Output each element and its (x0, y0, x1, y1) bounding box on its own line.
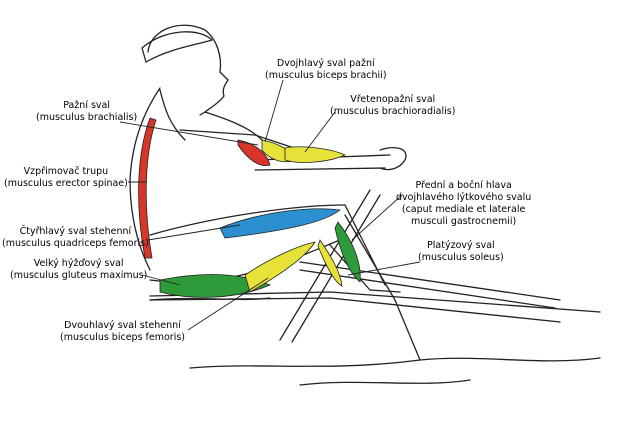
muscle-quadriceps (219, 208, 341, 239)
label-cz: Dvojhlavý sval pažní (276, 58, 375, 69)
back-outline (129, 87, 161, 271)
leader-biceps-brachii (264, 79, 284, 143)
chest-outline (204, 111, 263, 141)
label-lat: (musculus brachialis) (36, 112, 138, 123)
upper-arm (179, 129, 301, 151)
head-outline (147, 24, 229, 116)
boat-rail-lower (149, 297, 561, 323)
oar-shaft-2 (299, 269, 556, 309)
label-biceps-brachii: Dvojhlavý sval pažní (musculus biceps br… (265, 58, 387, 82)
neck (159, 89, 186, 141)
label-gastrocnemii: Přední a boční hlava dvojhlavého lýtkové… (396, 180, 531, 228)
foot (369, 289, 401, 293)
label-lat: (musculus biceps brachii) (265, 70, 387, 81)
label-biceps-femoris: Dvouhlavý sval stehenní (musculus biceps… (60, 320, 185, 344)
muscle-biceps-femoris (244, 241, 316, 293)
oar-shaft (299, 261, 561, 301)
label-lat: (musculus gluteus maximus) (10, 270, 148, 281)
leader-quadriceps (147, 224, 241, 241)
label-cz: Vzpřimovač trupu (23, 166, 109, 177)
label-cz: Platýzový sval (427, 240, 495, 251)
label-lat: (musculus soleus) (418, 252, 504, 263)
label-quadriceps: Čtyřhlavý sval stehenní (musculus quadri… (2, 226, 149, 250)
leader-brachioradialis (304, 111, 336, 153)
water-line (189, 357, 601, 369)
label-cz: Velký hýžďový sval (33, 258, 124, 269)
headband (141, 31, 213, 63)
label-lat: (musculus erector spinae) (4, 178, 128, 189)
label-line-3: (caput mediale et laterale (401, 204, 526, 215)
label-lat: (musculus brachioradialis) (330, 106, 456, 117)
footboard (279, 189, 371, 341)
label-brachialis: Pažní sval (musculus brachialis) (36, 100, 137, 124)
muscle-gluteus (159, 274, 272, 298)
hands (379, 147, 407, 171)
label-erector-spinae: Vzpřimovač trupu (musculus erector spina… (4, 166, 128, 190)
label-line-1: Přední a boční hlava (415, 180, 512, 191)
leader-gluteus (141, 274, 181, 286)
muscle-brachioradialis (284, 146, 346, 163)
rigger (344, 214, 421, 361)
leader-gastrocnemii (351, 194, 403, 241)
label-cz: Dvouhlavý sval stehenní (64, 320, 181, 331)
water-line-2 (299, 379, 471, 386)
label-soleus: Platýzový sval (musculus soleus) (418, 240, 504, 264)
forearm-2 (254, 167, 386, 171)
muscle-gastrocnemii (334, 221, 361, 283)
muscle-erector-spinae (138, 117, 157, 259)
leader-soleus (347, 261, 421, 276)
label-lat: (musculus quadriceps femoris) (2, 238, 149, 249)
label-line-4: musculi gastrocnemii) (411, 216, 517, 227)
label-cz: Vřetenopažní sval (350, 94, 436, 105)
label-cz: Pažní sval (63, 100, 111, 111)
shin (344, 204, 386, 286)
label-cz: Čtyřhlavý sval stehenní (19, 226, 132, 237)
leader-brachialis (119, 121, 259, 146)
leader-biceps-femoris (187, 277, 269, 331)
label-brachioradialis: Vřetenopažní sval (musculus brachioradia… (330, 94, 455, 118)
label-lat: (musculus biceps femoris) (60, 332, 185, 343)
muscle-soleus (317, 239, 343, 287)
label-line-2: dvojhlavého lýtkového svalu (396, 192, 532, 203)
label-gluteus: Velký hýžďový sval (musculus gluteus max… (10, 258, 147, 282)
thigh-top (149, 204, 346, 236)
